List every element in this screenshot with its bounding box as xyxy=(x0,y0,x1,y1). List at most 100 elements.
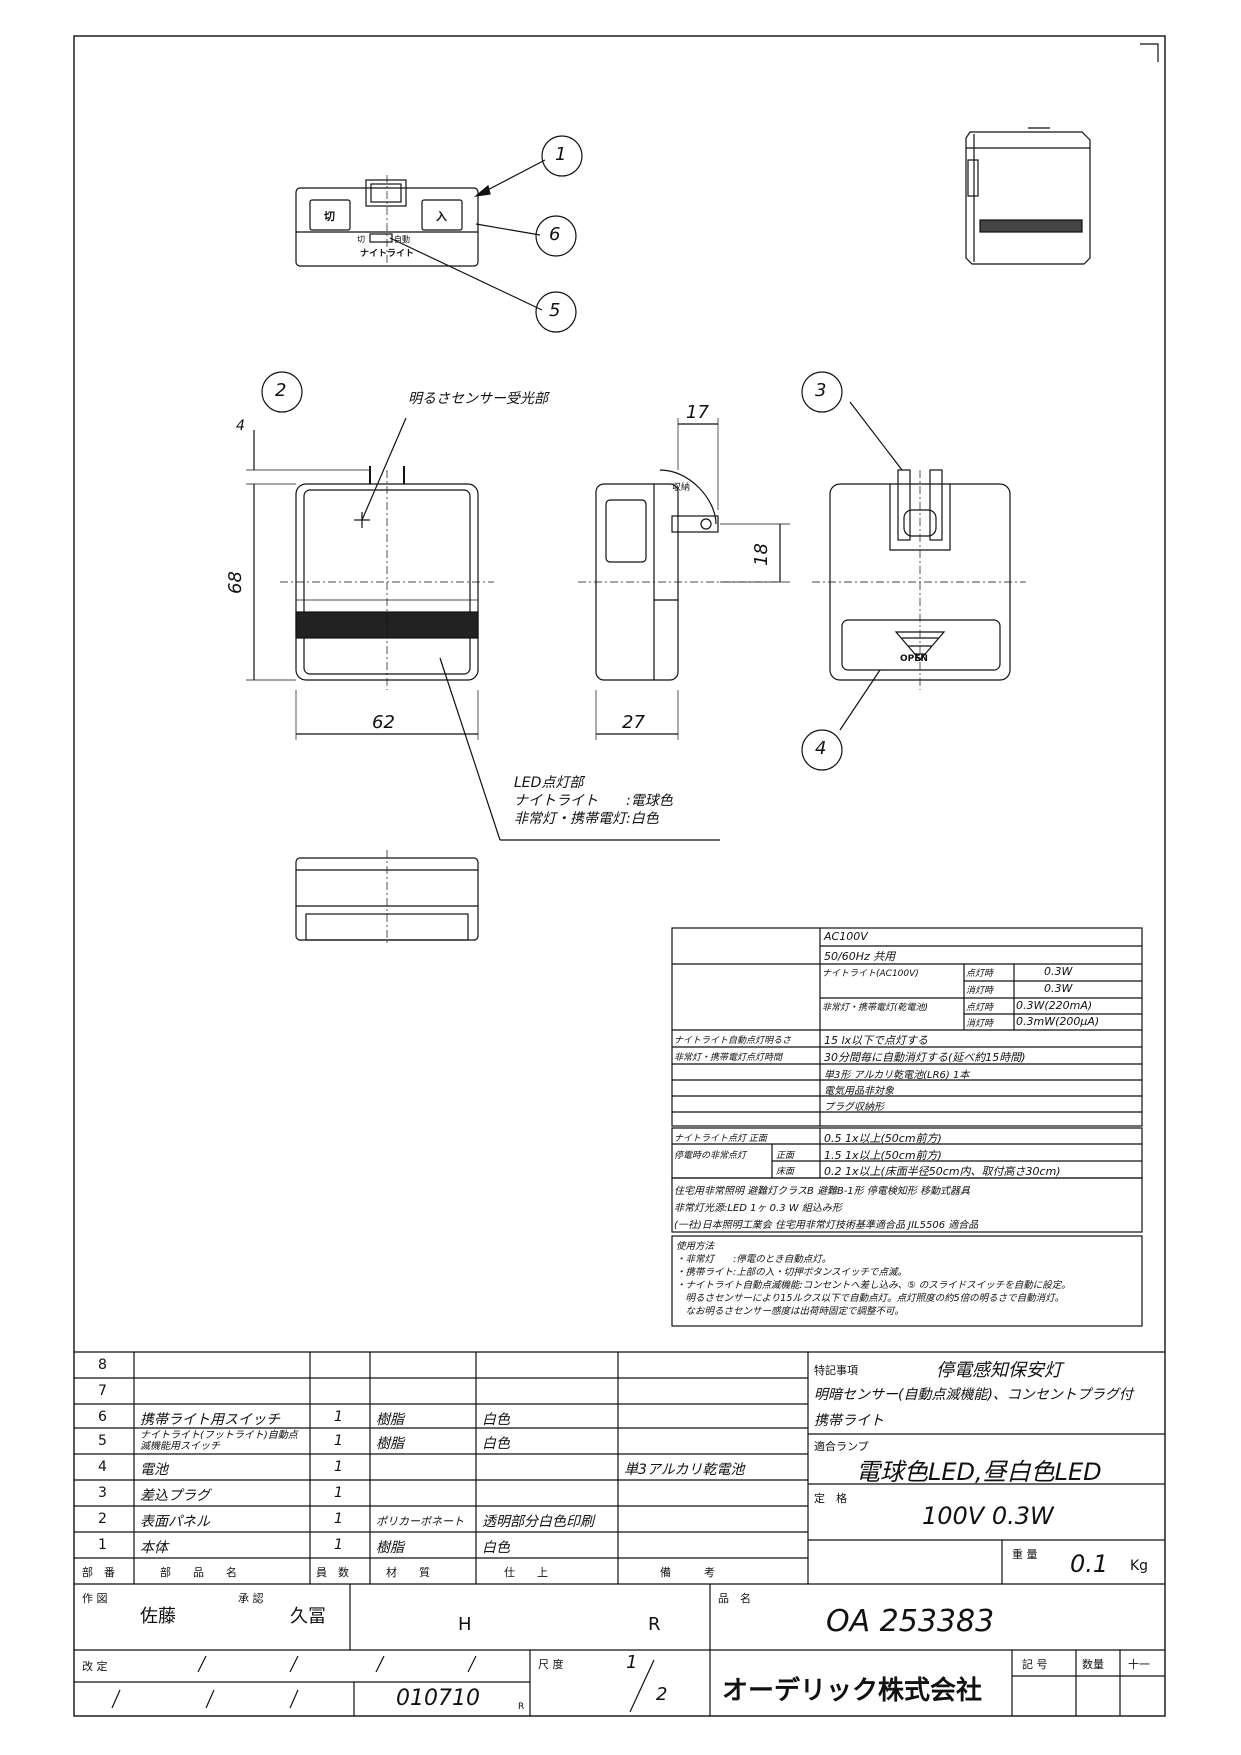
lux-floor-label: 床面 xyxy=(776,1167,795,1177)
part-name: 表面パネル xyxy=(140,1514,210,1530)
open-label: OPEN xyxy=(900,654,928,664)
part-qty: 1 xyxy=(334,1537,343,1553)
part-finish: 白色 xyxy=(482,1412,510,1428)
part-qty: 1 xyxy=(334,1409,343,1425)
spec-emer-label: 非常灯・携帯電灯(乾電池) xyxy=(822,1003,929,1013)
led-title: LED点灯部 xyxy=(514,775,584,791)
sensor-label: 明るさセンサー受光部 xyxy=(408,391,548,407)
dim-62: 62 xyxy=(372,712,395,733)
lux-emer-label: 停電時の非常点灯 xyxy=(674,1151,747,1161)
sheet-mark: 十一 xyxy=(1128,1658,1150,1671)
part-name: 電池 xyxy=(140,1462,168,1478)
off-button-label: 切 xyxy=(324,210,335,223)
spec-auto-bright: 15 lx以下で点灯する xyxy=(824,1034,929,1047)
spec-ac: AC100V xyxy=(824,930,868,943)
symbol-label: 記 号 xyxy=(1022,1658,1048,1671)
callout-6: 6 xyxy=(549,224,561,245)
spec-battery: 単3形 アルカリ乾電池(LR6) 1本 xyxy=(824,1070,970,1081)
usage-line-4: 明るさセンサーにより15ルクス以下で自動点灯。点灯照度の約5倍の明るさで自動消灯… xyxy=(676,1293,1065,1304)
lux-night-label: ナイトライト点灯 正面 xyxy=(674,1134,767,1144)
part-no: 3 xyxy=(98,1485,107,1501)
spec-emer-time: 30分間毎に自動消灯する(延べ約15時間) xyxy=(824,1051,1026,1064)
header-material: 材 質 xyxy=(386,1566,430,1579)
part-finish: 白色 xyxy=(482,1436,510,1452)
header-notes: 備 考 xyxy=(660,1566,715,1579)
spec-emer-off-label: 消灯時 xyxy=(966,1019,994,1029)
approved-by: 久冨 xyxy=(290,1606,326,1627)
part-material: 樹脂 xyxy=(376,1436,404,1452)
callout-5: 5 xyxy=(549,300,561,321)
special-line-2: 明暗センサー(自動点滅機能)、コンセントプラグ付 xyxy=(814,1387,1133,1403)
part-no: 4 xyxy=(98,1459,107,1475)
dim-18: 18 xyxy=(750,543,772,566)
dim-17: 17 xyxy=(686,402,709,423)
on-button-label: 入 xyxy=(436,210,447,223)
date-suffix: R xyxy=(518,1702,525,1712)
special-line-3: 携帯ライト xyxy=(814,1413,884,1429)
spec-plug: プラグ収納形 xyxy=(824,1102,884,1113)
slide-auto-label: 自動 xyxy=(394,235,410,244)
lux-night: 0.5 1x以上(50cm前方) xyxy=(824,1132,942,1145)
part-material: ポリカーボネート xyxy=(376,1515,464,1528)
slide-off-label: 切 xyxy=(357,235,365,244)
std-line-2: 非常灯光源:LED 1ヶ 0.3 W 組込み形 xyxy=(674,1203,842,1214)
std-line-1: 住宅用非常照明 避難灯クラスB 避難B-1形 停電検知形 移動式器具 xyxy=(674,1186,971,1197)
callout-1: 1 xyxy=(555,144,567,165)
check-h: H xyxy=(458,1614,472,1635)
lux-emer-front: 1.5 1x以上(50cm前方) xyxy=(824,1149,942,1162)
part-name: 本体 xyxy=(140,1540,168,1556)
weight-label: 重 量 xyxy=(1012,1548,1038,1561)
lamp-label: 適合ランプ xyxy=(814,1440,869,1453)
led-emergency-color: 非常灯・携帯電灯:白色 xyxy=(514,811,659,827)
weight-value: 0.1 xyxy=(1070,1550,1109,1578)
rating-value: 100V 0.3W xyxy=(922,1502,1054,1530)
header-qty: 員 数 xyxy=(316,1566,349,1579)
part-no: 1 xyxy=(98,1537,107,1553)
part-name: ナイトライト(フットライト)自動点滅機能用スイッチ xyxy=(140,1430,298,1452)
part-qty: 1 xyxy=(334,1485,343,1501)
led-night-color: ナイトライト :電球色 xyxy=(514,793,673,809)
callout-2: 2 xyxy=(275,380,287,401)
quantity-label: 数量 xyxy=(1082,1658,1104,1671)
part-no: 8 xyxy=(98,1357,107,1373)
part-no: 2 xyxy=(98,1511,107,1527)
company-name: オーデリック株式会社 xyxy=(722,1676,983,1706)
part-name: 携帯ライト用スイッチ xyxy=(140,1412,280,1428)
scale-label: 尺 度 xyxy=(538,1658,564,1671)
part-no: 7 xyxy=(98,1383,107,1399)
revision-date: 010710 xyxy=(396,1686,480,1711)
part-no: 5 xyxy=(98,1433,107,1449)
spec-night-on: 0.3W xyxy=(1044,965,1073,978)
usage-line-5: なお明るさセンサー感度は出荷時固定で調整不可。 xyxy=(676,1306,905,1317)
part-name: 差込プラグ xyxy=(140,1488,210,1504)
part-qty: 1 xyxy=(334,1459,343,1475)
spec-hz: 50/60Hz 共用 xyxy=(824,950,896,963)
revision-label: 改 定 xyxy=(82,1660,108,1673)
product-label: 品 名 xyxy=(718,1592,751,1605)
spec-night-on-label: 点灯時 xyxy=(966,969,994,979)
lamp-value: 電球色LED,昼白色LED xyxy=(856,1458,1102,1486)
spec-night-label: ナイトライト(AC100V) xyxy=(822,969,919,979)
storage-label: 収納 xyxy=(672,483,691,493)
part-material: 樹脂 xyxy=(376,1540,404,1556)
spec-emer-time-label: 非常灯・携帯電灯点灯時間 xyxy=(674,1053,783,1063)
part-qty: 1 xyxy=(334,1433,343,1449)
part-note: 単3アルカリ乾電池 xyxy=(624,1462,745,1478)
product-number: OA 253383 xyxy=(826,1604,995,1639)
spec-auto-bright-label: ナイトライト自動点灯明るさ xyxy=(674,1036,792,1046)
header-part-name: 部 品 名 xyxy=(160,1566,237,1579)
spec-emer-on-label: 点灯時 xyxy=(966,1003,994,1013)
callout-3: 3 xyxy=(815,380,827,401)
check-r: R xyxy=(648,1614,661,1635)
part-no: 6 xyxy=(98,1409,107,1425)
part-qty: 1 xyxy=(334,1511,343,1527)
drawn-by: 佐藤 xyxy=(140,1606,176,1627)
dim-4: 4 xyxy=(236,418,245,434)
part-finish: 透明部分白色印刷 xyxy=(482,1514,594,1530)
spec-night-off: 0.3W xyxy=(1044,982,1073,995)
spec-night-off-label: 消灯時 xyxy=(966,986,994,996)
usage-line-3: ・ナイトライト自動点滅機能:コンセントへ差し込み、⑤ のスライドスイッチを自動に… xyxy=(676,1280,1071,1291)
dim-68: 68 xyxy=(224,571,246,594)
drawn-label: 作 図 xyxy=(82,1592,108,1605)
